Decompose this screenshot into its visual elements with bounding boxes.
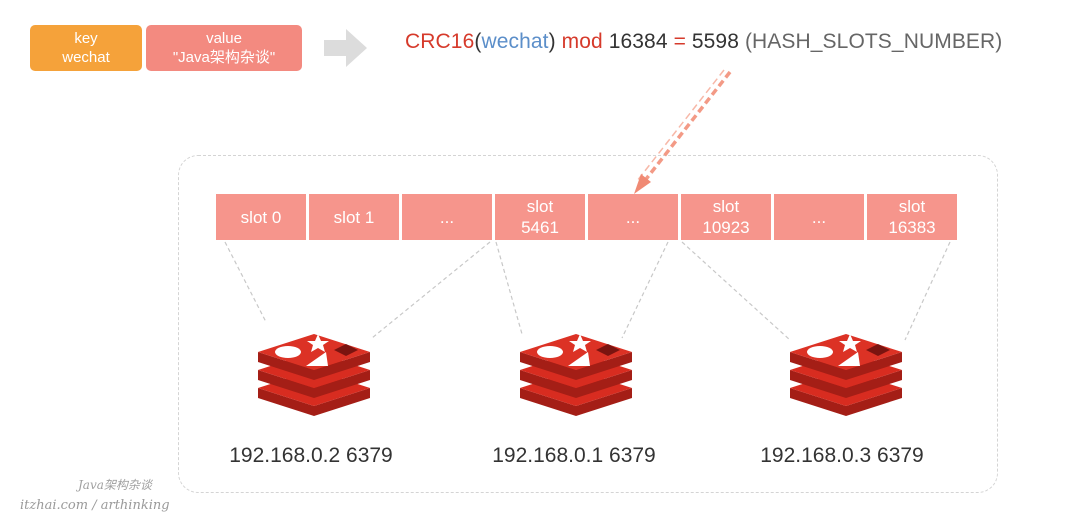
redis-logo-icon [520,334,632,416]
slot-cell: slot 5461 [495,194,585,240]
slot-line1: ... [439,207,455,227]
slot-line1: slot [712,197,740,216]
slot-line1: slot 1 [333,207,375,227]
slot-cell: ... [588,194,678,240]
slot-line1: ... [811,207,827,227]
slot-line1: slot [526,197,554,216]
key-label: key [74,30,98,47]
slot-cell: slot 10923 [681,194,771,240]
formula-open-paren: ( [474,30,482,53]
slot-cell: slot 16383 [867,194,957,240]
value-value: "Java架构杂谈" [172,49,276,66]
connector-line [371,241,491,339]
connector-line [495,241,523,335]
formula-arg: wechat [481,30,549,53]
node-address: 192.168.0.3 6379 [760,444,924,467]
slot-strip: slot 0 slot 1 ... slot 5461 ... slot 109… [216,194,957,240]
connector-line [224,241,267,323]
slot-line1: slot [898,197,926,216]
node-address: 192.168.0.2 6379 [229,444,393,467]
slot-cell: slot 1 [309,194,399,240]
key-value: wechat [62,49,110,66]
formula-modulus: 16384 [608,30,668,53]
connector-line [621,241,669,339]
cluster-box [178,155,998,493]
formula-equals: = [673,30,686,53]
value-chip: value "Java架构杂谈" [146,25,302,71]
slot-line2: 16383 [888,218,936,237]
slot-line1: ... [625,207,641,227]
connector-line [904,241,951,341]
node-address: 192.168.0.1 6379 [492,444,656,467]
formula-func: CRC16 [405,30,475,53]
formula-note: (HASH_SLOTS_NUMBER) [744,30,1003,53]
value-label: value [206,30,242,47]
watermark-url: itzhai.com / arthinking [20,498,170,513]
slot-cell: slot 0 [216,194,306,240]
connector-line [681,241,791,341]
slot-line2: 5461 [521,218,559,237]
slot-line2: 10923 [702,218,750,237]
pointer-arrow [634,69,732,194]
key-chip: key wechat [30,25,142,71]
watermark-title: Java架构杂谈 [78,478,152,492]
formula-op: mod [561,30,603,53]
slot-cell: ... [402,194,492,240]
slot-line1: slot 0 [240,207,282,227]
formula-result: 5598 [691,30,739,53]
hash-formula: CRC16(wechat) mod 16384 = 5598 (HASH_SLO… [405,30,1002,54]
redis-logo-icon [790,334,902,416]
right-arrow-icon [324,29,367,67]
formula-close-paren: ) [548,30,556,53]
slot-cell: ... [774,194,864,240]
redis-logo-icon [258,334,370,416]
